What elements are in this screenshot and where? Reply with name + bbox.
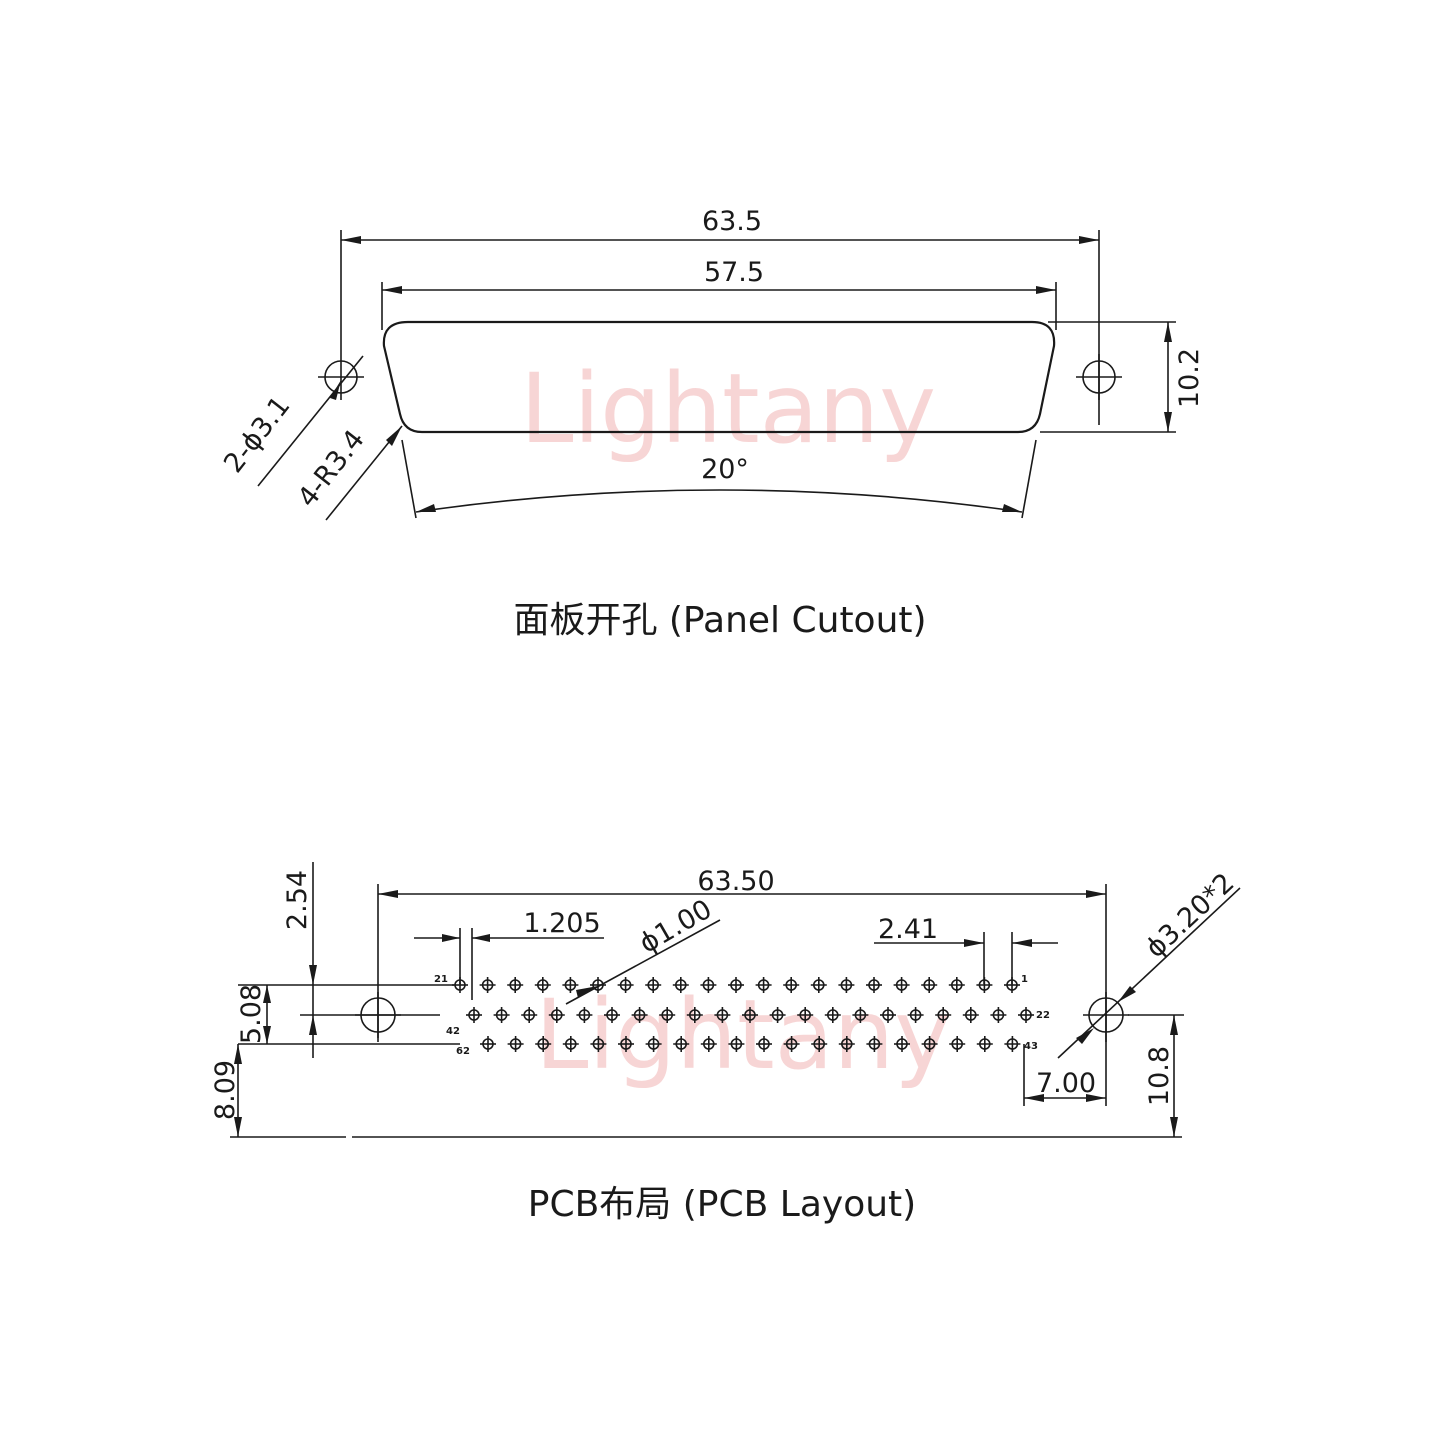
mounting-hole-right — [1076, 354, 1122, 425]
pin-label-42: 42 — [446, 1026, 460, 1037]
dim-hole-diameter-pcb: ϕ3.20*2 — [1140, 867, 1241, 964]
pcb-pin-hole — [576, 1007, 593, 1023]
pcb-pin-hole — [894, 1036, 910, 1052]
pcb-pin-hole — [866, 1036, 883, 1052]
dim-height: 10.2 — [1174, 348, 1205, 408]
pcb-pin-hole — [493, 1007, 510, 1023]
pcb-pin-hole — [507, 1036, 524, 1052]
pcb-pin-hole — [645, 977, 662, 993]
d-sub-cutout-outline — [382, 320, 1056, 434]
pin-label-21: 21 — [434, 974, 448, 985]
dim-pitch: 2.41 — [878, 914, 938, 945]
dim-row-pitch: 2.54 — [282, 870, 313, 930]
dim-offset: 7.00 — [1036, 1068, 1096, 1099]
pcb-pin-hole — [880, 1007, 896, 1023]
pcb-pin-hole — [562, 977, 579, 993]
panel-cutout-caption: 面板开孔 (Panel Cutout) — [513, 600, 926, 641]
pcb-pin-hole — [617, 977, 634, 993]
dim-corner-radius: 4-R3.4 — [292, 424, 371, 513]
dim-angle: 20° — [701, 454, 749, 485]
pcb-pin-hole — [700, 977, 717, 993]
pcb-pin-hole — [535, 1036, 552, 1052]
pcb-pin-hole — [618, 1036, 634, 1052]
dim-half-pitch: 1.205 — [523, 908, 600, 939]
pcb-pin-hole — [907, 1007, 924, 1023]
pcb-pin-hole — [742, 1007, 758, 1023]
pin-label-43: 43 — [1024, 1041, 1038, 1052]
pcb-pin-hole — [990, 1007, 1007, 1023]
pcb-pin-hole — [852, 1007, 869, 1023]
dim-pin-diameter: ϕ1.00 — [634, 894, 717, 960]
pcb-pin-hole — [810, 977, 827, 993]
pcb-pin-hole — [604, 1007, 620, 1023]
pcb-pin-hole — [921, 977, 938, 993]
pcb-pin-hole — [534, 977, 551, 993]
pcb-pin-hole — [480, 1036, 496, 1052]
pcb-pin-hole — [673, 1036, 690, 1052]
pcb-pin-hole — [921, 1036, 938, 1052]
pcb-pin-hole — [1004, 1036, 1021, 1052]
dim-pcb-height: 10.8 — [1144, 1046, 1175, 1106]
pcb-pin-hole — [686, 1007, 703, 1023]
pcb-pin-hole — [521, 1007, 538, 1023]
mounting-hole-left — [318, 354, 364, 400]
pcb-pin-hole — [466, 1007, 482, 1023]
pcb-layout-caption: PCB布局 (PCB Layout) — [528, 1184, 916, 1225]
pcb-pin-hole — [783, 1036, 800, 1052]
pcb-pin-hole — [728, 977, 744, 993]
pcb-pin-hole — [838, 977, 855, 993]
pcb-pin-hole — [645, 1036, 662, 1052]
pcb-pin-hole — [672, 977, 689, 993]
pcb-pin-hole — [756, 1036, 772, 1052]
pcb-pin-hole — [631, 1007, 648, 1023]
pcb-pin-hole — [562, 1036, 579, 1052]
pin-grid — [452, 977, 1034, 1052]
pin-label-22: 22 — [1036, 1010, 1050, 1021]
pin-label-1: 1 — [1021, 974, 1028, 985]
pcb-pin-hole — [824, 1007, 841, 1023]
pcb-pin-hole — [659, 1007, 676, 1023]
pcb-pin-hole — [976, 1036, 993, 1052]
pcb-pin-hole — [714, 1007, 731, 1023]
dim-row-span: 5.08 — [236, 984, 267, 1044]
pcb-pin-hole — [548, 1007, 565, 1023]
pcb-pin-hole — [935, 1007, 952, 1023]
pcb-pin-hole — [866, 977, 882, 993]
pcb-pin-hole — [811, 1036, 828, 1052]
pin-label-62: 62 — [456, 1046, 470, 1057]
pcb-pin-hole — [755, 977, 772, 993]
pcb-pin-hole — [797, 1007, 814, 1023]
pcb-pin-hole — [590, 977, 606, 993]
dim-inner-width: 57.5 — [704, 257, 764, 288]
pcb-pin-hole — [948, 977, 965, 993]
pcb-pin-hole — [700, 1036, 717, 1052]
pcb-pin-hole — [590, 1036, 607, 1052]
pcb-pin-hole — [838, 1036, 855, 1052]
dim-pcb-overall-width: 63.50 — [697, 866, 774, 897]
pcb-pin-hole — [893, 977, 910, 993]
dim-overall-width: 63.5 — [702, 206, 762, 237]
pcb-pin-hole — [1018, 1007, 1034, 1023]
pcb-pin-hole — [962, 1007, 979, 1023]
dim-hole-diameter: 2-ϕ3.1 — [218, 391, 296, 479]
pcb-pin-hole — [728, 1036, 745, 1052]
pcb-pin-hole — [507, 977, 524, 993]
watermark-top: Lightany — [520, 353, 936, 465]
dim-edge-distance: 8.09 — [210, 1060, 241, 1120]
pcb-pin-hole — [769, 1007, 786, 1023]
pcb-pin-hole — [949, 1036, 966, 1052]
pcb-pin-hole — [479, 977, 496, 993]
watermark-bottom: Lightany — [535, 979, 951, 1091]
pcb-pin-hole — [783, 977, 800, 993]
